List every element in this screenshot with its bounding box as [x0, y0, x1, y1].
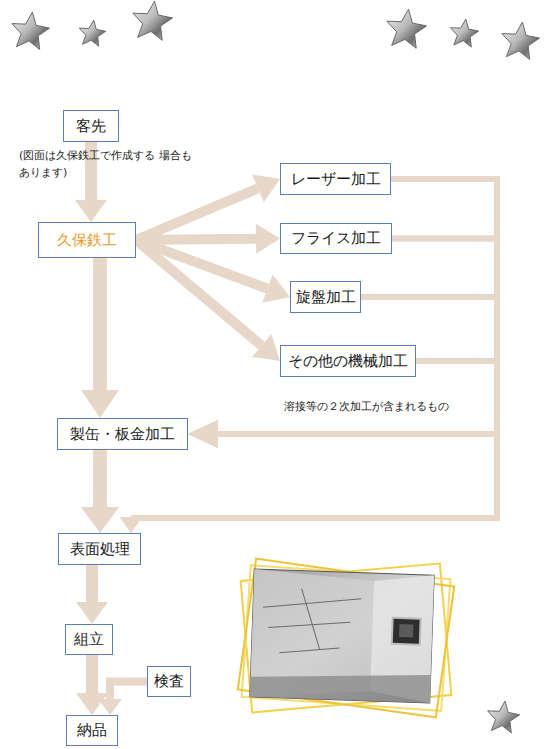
process-box: 検査 — [147, 666, 191, 697]
arrow-shaft — [218, 297, 497, 434]
arrow-shaft — [136, 240, 262, 346]
flow-arrow — [136, 240, 280, 361]
arrow-head — [188, 420, 218, 448]
flow-arrow — [81, 450, 119, 533]
box-label: 客先 — [76, 117, 106, 136]
flow-arrow — [81, 258, 119, 418]
box-label: 検査 — [154, 672, 184, 691]
arrow-head — [188, 420, 218, 448]
process-box: 納品 — [66, 715, 118, 746]
arrow-head — [188, 420, 218, 448]
note-text: (図面は久保鉄工で作成する 場合もあります) — [19, 147, 195, 181]
box-label: 久保鉄工 — [57, 231, 117, 250]
arrow-head — [120, 517, 142, 533]
arrow-shaft — [131, 297, 497, 518]
star-ornament — [450, 19, 478, 47]
arrow-shaft — [218, 239, 497, 435]
arrow-head — [98, 699, 122, 715]
flow-arrow — [120, 239, 497, 534]
arrow-shaft — [86, 655, 98, 693]
arrow-head — [252, 334, 280, 361]
process-box: 旋盤加工 — [290, 281, 361, 313]
arrow-head — [81, 390, 119, 418]
star-ornament — [387, 9, 427, 48]
arrow-head — [120, 517, 142, 533]
arrow-head — [76, 602, 108, 624]
flow-arrow — [98, 682, 147, 716]
process-box: 製缶・板金加工 — [57, 418, 188, 450]
arrow-head — [262, 275, 290, 303]
arrow-head — [75, 200, 107, 222]
arrow-head — [252, 175, 280, 203]
star-ornament — [79, 20, 105, 46]
note-text: 溶接等の２次加工が含まれるもの — [284, 398, 484, 415]
arrow-shaft — [93, 258, 107, 390]
box-label: 旋盤加工 — [296, 288, 356, 307]
arrow-shaft — [93, 450, 107, 507]
flow-arrow — [120, 297, 497, 533]
star-ornaments — [12, 1, 540, 733]
arrow-head — [120, 517, 142, 533]
arrow-shaft — [86, 565, 98, 602]
star-ornament — [12, 12, 50, 49]
box-label: 製缶・板金加工 — [70, 425, 175, 444]
box-label: 納品 — [77, 721, 107, 740]
flow-arrow — [120, 179, 497, 533]
process-box: その他の機械加工 — [280, 345, 416, 377]
arrow-shaft — [136, 188, 258, 240]
flow-arrow — [136, 240, 290, 303]
star-ornament — [502, 22, 540, 59]
photo-frame — [238, 559, 454, 718]
flow-arrow — [188, 297, 497, 448]
flow-arrow — [188, 239, 497, 449]
star-ornament — [133, 1, 173, 40]
arrow-head — [81, 507, 119, 533]
flow-arrow — [188, 179, 497, 448]
box-label: 表面処理 — [70, 540, 130, 559]
process-box: 組立 — [65, 624, 113, 655]
process-box: 客先 — [63, 110, 119, 142]
process-box: フライス加工 — [280, 223, 392, 254]
arrow-head — [120, 517, 142, 533]
box-label: その他の機械加工 — [288, 352, 408, 371]
arrow-head — [256, 224, 280, 254]
arrow-shaft — [131, 239, 497, 519]
arrow-shaft — [136, 239, 256, 240]
arrow-shaft — [136, 240, 268, 289]
arrow-shaft — [131, 179, 497, 518]
star-ornament — [488, 701, 520, 733]
process-box: 久保鉄工 — [38, 222, 136, 258]
box-label: 組立 — [74, 630, 104, 649]
box-label: フライス加工 — [291, 229, 381, 248]
process-box: 表面処理 — [58, 533, 141, 565]
flow-arrow — [76, 565, 108, 624]
flow-arrow — [76, 655, 108, 715]
box-label: レーザー加工 — [291, 170, 381, 189]
arrow-head — [188, 420, 218, 448]
arrow-shaft — [110, 682, 147, 700]
arrow-shaft — [218, 179, 497, 434]
process-box: レーザー加工 — [280, 163, 391, 195]
